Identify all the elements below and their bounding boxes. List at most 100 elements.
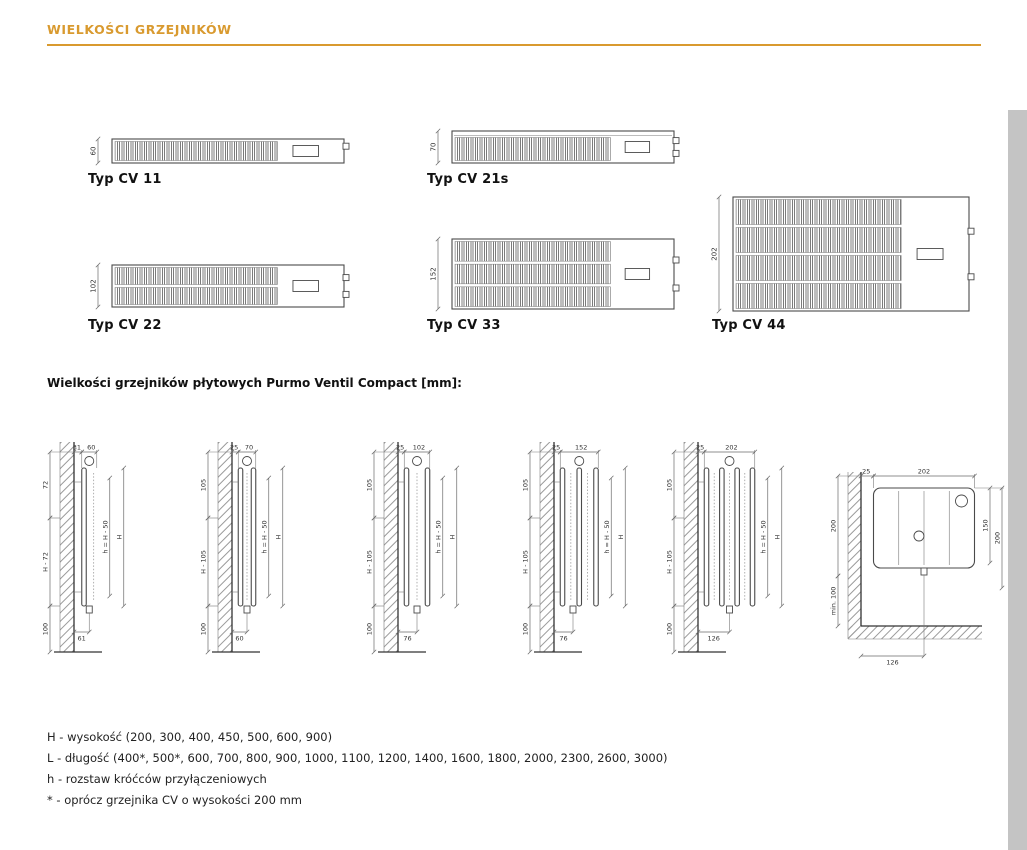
- radiator-plate: [403, 467, 410, 607]
- convector-fins: [454, 241, 611, 262]
- convector-fins: [114, 267, 278, 285]
- bottom-connector: [85, 605, 93, 614]
- dim-label: H - 105: [200, 550, 208, 574]
- dim-label: 25: [696, 444, 704, 452]
- notes: H - wysokość (200, 300, 400, 450, 500, 6…: [47, 730, 668, 814]
- dim-label: 31: [73, 444, 81, 452]
- note-height: H - wysokość (200, 300, 400, 450, 500, 6…: [47, 730, 333, 744]
- radiator-plate: [81, 467, 87, 607]
- dim-label: 100: [42, 623, 50, 635]
- valve-circle: [574, 456, 585, 466]
- convector-fins: [735, 283, 902, 309]
- plan-label-cv21s: Typ CV 21s: [427, 172, 509, 187]
- radiator-plan-svg: 60: [90, 136, 350, 166]
- valve-circle: [84, 456, 95, 466]
- valve-circle: [955, 494, 968, 508]
- radiator-plate: [703, 467, 710, 607]
- connection-stub: [672, 284, 680, 292]
- dim-label: min. 100: [830, 587, 838, 616]
- dim-label: H - 105: [522, 550, 530, 574]
- dim-label: 25: [396, 444, 404, 452]
- dim-label: 100: [666, 623, 674, 635]
- note-spacing: h - rozstaw króćców przyłączeniowych: [47, 772, 267, 786]
- dim-label: 202: [725, 444, 737, 452]
- dim-label: 152: [575, 444, 587, 452]
- connection-stub: [342, 290, 350, 298]
- valve-insert: [624, 141, 651, 153]
- dim-label: H - 105: [366, 550, 374, 574]
- dim-label: 105: [366, 479, 374, 491]
- connection-stub: [672, 149, 680, 157]
- bottom-connector: [413, 605, 421, 614]
- dim-label: 200: [994, 532, 1002, 544]
- valve-insert: [292, 145, 319, 157]
- dim-label: 61: [77, 635, 85, 643]
- plan-view-cv33-drawing: 152: [425, 236, 683, 314]
- dim-label: 100: [522, 623, 530, 635]
- plan-view-cv44-drawing: 202: [706, 194, 978, 316]
- radiator-plate: [250, 467, 257, 607]
- valve-insert: [624, 268, 651, 280]
- wall-hatch: [684, 442, 698, 652]
- wall-hatch: [218, 442, 232, 652]
- dim-label: 70: [430, 143, 438, 152]
- section-title: Wielkości grzejników płytowych Purmo Ven…: [47, 376, 462, 390]
- dim-label: 25: [862, 468, 870, 476]
- dim-label: 76: [403, 635, 411, 643]
- connection-stub: [342, 274, 350, 282]
- connection-stub: [672, 256, 680, 264]
- dim-label: 100: [200, 623, 208, 635]
- dim-label: H: [617, 534, 625, 539]
- radiator-plate: [237, 467, 244, 607]
- dim-label: 76: [559, 635, 567, 643]
- dim-label: 60: [235, 635, 243, 643]
- valve-circle: [724, 456, 735, 466]
- dim-label: 100: [366, 623, 374, 635]
- dim-label: 200: [830, 520, 838, 532]
- radiator-plate: [593, 467, 599, 607]
- plan-view-cv21s-drawing: 70: [425, 128, 683, 168]
- dim-label: h = H - 50: [434, 520, 442, 553]
- dim-label: H - 105: [666, 550, 674, 574]
- connection-stub: [672, 137, 680, 145]
- dim-label: H: [773, 534, 781, 539]
- dim-label: 105: [522, 479, 530, 491]
- dim-label: 102: [90, 279, 98, 292]
- valve-circle: [412, 456, 422, 466]
- dim-label: H: [274, 534, 282, 539]
- convector-fins: [735, 199, 902, 225]
- connection-stub: [342, 142, 350, 150]
- radiator-plate: [749, 467, 756, 607]
- radiator-plate: [559, 467, 566, 607]
- convector-fins: [454, 263, 611, 285]
- dim-label: 126: [886, 659, 898, 667]
- radiator-plan-svg: 70: [430, 128, 680, 166]
- dim-label: 25: [230, 444, 238, 452]
- dim-label: 72: [42, 481, 50, 489]
- dim-label: h = H - 50: [260, 520, 268, 553]
- dim-label: 150: [982, 519, 990, 531]
- plan-view-cv11-drawing: 60: [85, 136, 353, 168]
- convector-fins: [454, 137, 611, 161]
- radiator-plan-svg: 152: [430, 236, 680, 312]
- convector-fins: [735, 227, 902, 253]
- valve-insert: [916, 248, 944, 260]
- bottom-connector: [726, 605, 733, 614]
- note-length: L - długość (400*, 500*, 600, 700, 800, …: [47, 751, 668, 765]
- convector-fins: [454, 286, 611, 307]
- dim-label: 105: [200, 479, 208, 491]
- plan-label-cv22: Typ CV 22: [88, 318, 162, 333]
- vent-circle: [913, 530, 925, 542]
- valve-insert: [292, 280, 319, 292]
- radiator-plate: [576, 467, 583, 607]
